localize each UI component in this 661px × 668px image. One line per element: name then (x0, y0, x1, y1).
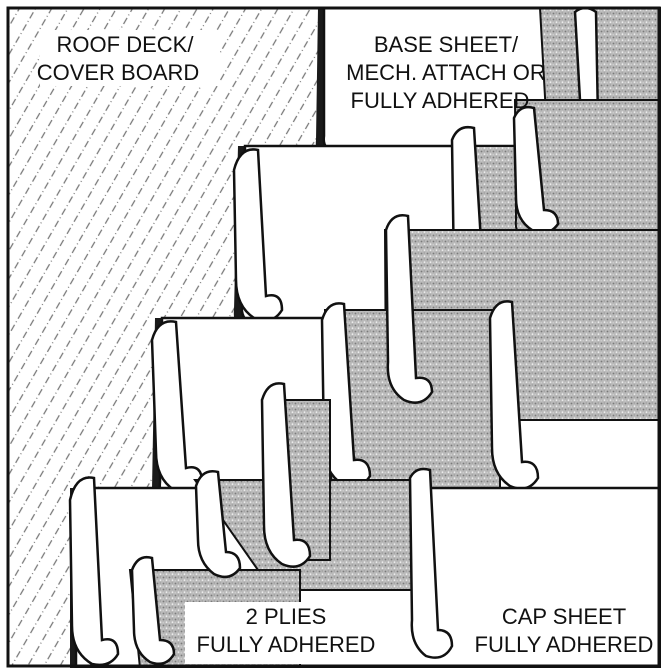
roof-deck-label: ROOF DECK/ COVER BOARD (37, 30, 220, 86)
plies-label-line-1: 2 PLIES (246, 604, 327, 629)
plies-label-line-2: FULLY ADHERED (197, 632, 376, 657)
plies-label: 2 PLIES FULLY ADHERED (185, 602, 387, 664)
cap-sheet-label: CAP SHEET FULLY ADHERED (475, 604, 654, 657)
roof-deck-label-line-1: ROOF DECK/ (57, 32, 195, 57)
base-sheet-label-line-3: FULLY ADHERED (351, 88, 530, 113)
roof-deck-label-line-2: COVER BOARD (37, 60, 200, 85)
cap-sheet-label-line-1: CAP SHEET (502, 604, 626, 629)
cap-sheet-label-line-2: FULLY ADHERED (475, 632, 654, 657)
base-sheet-label-line-2: MECH. ATTACH OR (346, 60, 546, 85)
base-sheet-label-line-1: BASE SHEET/ (374, 32, 519, 57)
base-sheet-label: BASE SHEET/ MECH. ATTACH OR FULLY ADHERE… (346, 32, 546, 113)
